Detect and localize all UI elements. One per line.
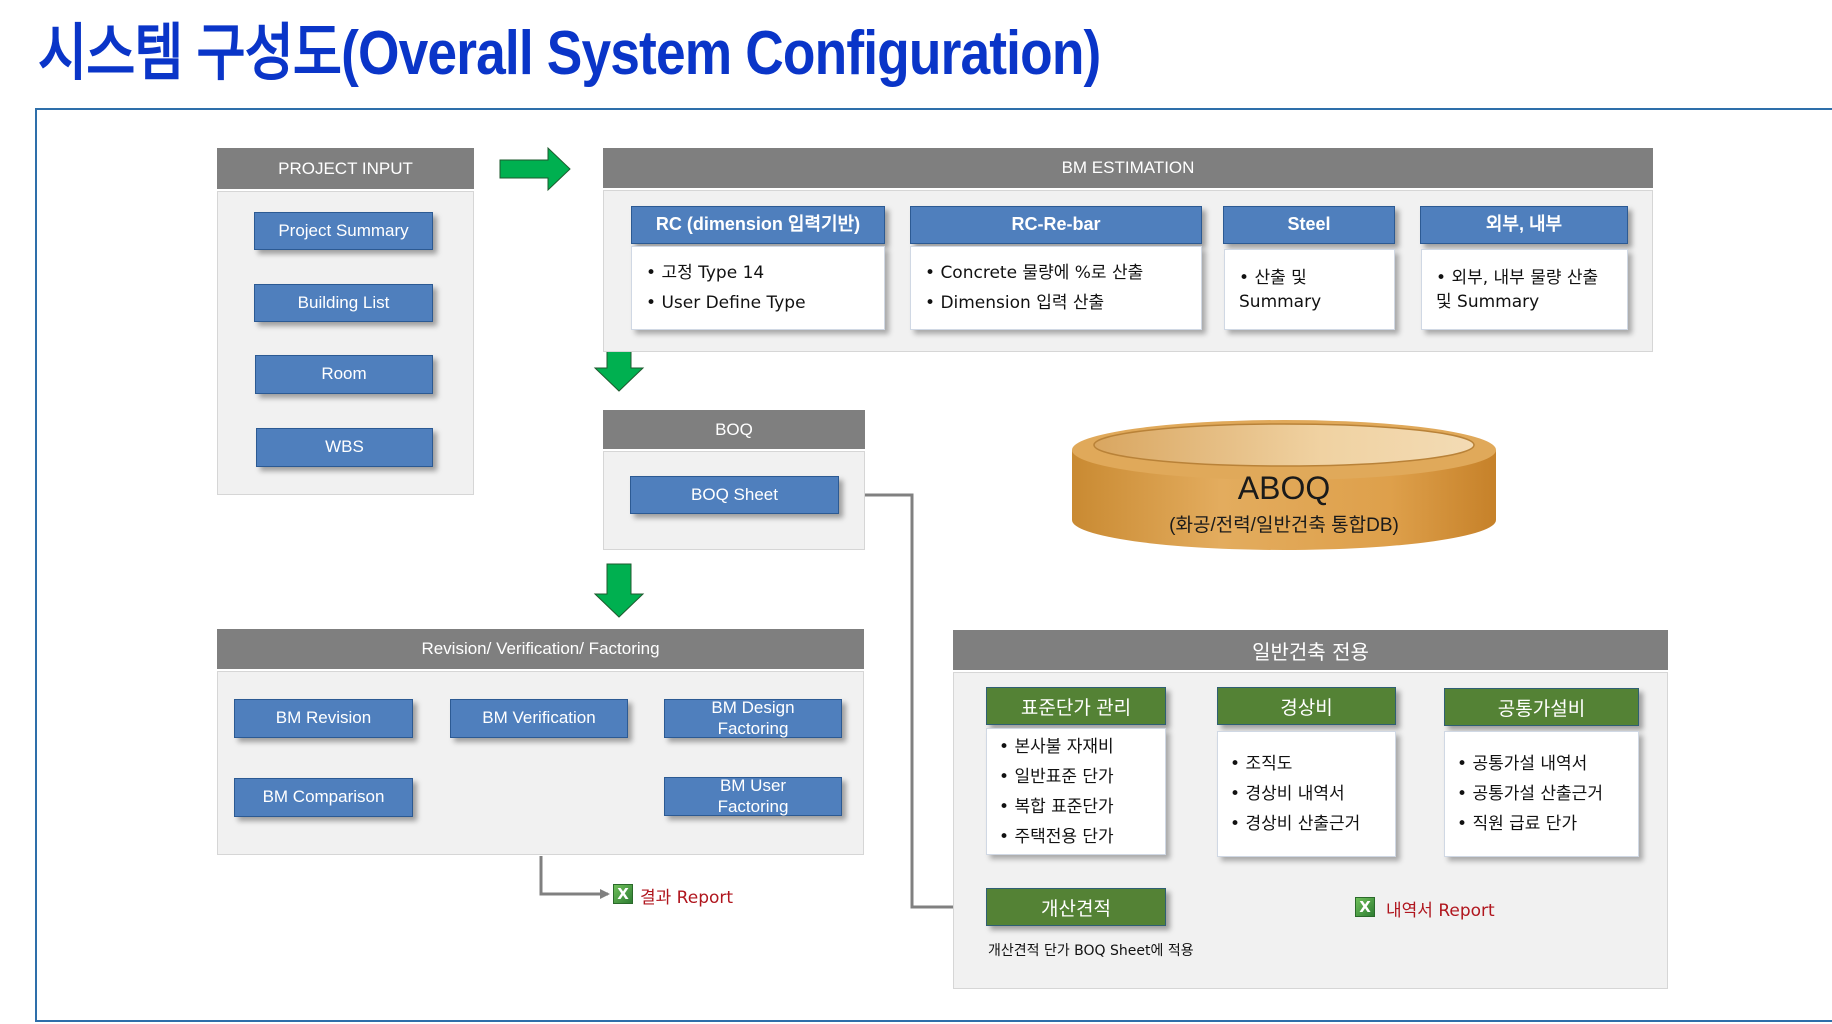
rc-rebar-module-header[interactable]: RC-Re-bar [910, 206, 1202, 244]
steel-module-header[interactable]: Steel [1223, 206, 1395, 244]
rc-rebar-module-card: Concrete 물량에 %로 산출 Dimension 입력 산출 [910, 246, 1202, 330]
steel-module-card: 산출 및 Summary [1224, 249, 1395, 330]
list-item: 고정 Type 14 [646, 258, 870, 288]
room-box[interactable]: Room [255, 355, 433, 394]
bm-verification-box[interactable]: BM Verification [450, 699, 628, 738]
excel-icon[interactable]: X [613, 884, 633, 904]
rc-module-header[interactable]: RC (dimension 입력기반) [631, 206, 885, 244]
exterior-interior-module-header[interactable]: 외부, 내부 [1420, 206, 1628, 244]
overhead-header[interactable]: 경상비 [1217, 687, 1396, 725]
itemized-report-link[interactable]: 내역서 Report [1386, 901, 1495, 921]
general-building-header: 일반건축 전용 [953, 630, 1668, 670]
standard-price-header[interactable]: 표준단가 관리 [986, 687, 1166, 725]
bm-revision-box[interactable]: BM Revision [234, 699, 413, 738]
list-item: 조직도 [1230, 749, 1383, 779]
database-name: ABOQ [1237, 470, 1331, 506]
list-item: 경상비 산출근거 [1230, 809, 1383, 839]
database-subtitle: (화공/전력/일반건축 통합DB) [1169, 515, 1399, 536]
list-item: 복합 표준단가 [999, 792, 1153, 822]
page-title: 시스템 구성도(Overall System Configuration) [38, 19, 1101, 88]
list-item: 일반표준 단가 [999, 762, 1153, 792]
exterior-interior-module-card: 외부, 내부 물량 산출 및 Summary [1421, 249, 1628, 330]
overhead-card: 조직도 경상비 내역서 경상비 산출근거 [1217, 731, 1396, 857]
list-item: 외부, 내부 물량 산출 및 Summary [1436, 266, 1613, 314]
boq-header: BOQ [603, 410, 865, 449]
list-item: Concrete 물량에 %로 산출 [925, 258, 1187, 288]
building-list-box[interactable]: Building List [254, 284, 433, 322]
result-report-link[interactable]: 결과 Report [640, 888, 734, 908]
boq-sheet-box[interactable]: BOQ Sheet [630, 476, 839, 514]
bm-comparison-box[interactable]: BM Comparison [234, 778, 413, 817]
bm-design-factoring-box[interactable]: BM Design Factoring [664, 698, 842, 738]
bm-user-factoring-box[interactable]: BM User Factoring [664, 776, 842, 816]
excel-icon[interactable]: X [1355, 897, 1375, 917]
bm-estimation-header: BM ESTIMATION [603, 148, 1653, 188]
temporary-works-card: 공통가설 내역서 공통가설 산출근거 직원 급료 단가 [1444, 731, 1639, 857]
rough-estimate-caption: 개산견적 단가 BOQ Sheet에 적용 [988, 943, 1194, 959]
list-item: Dimension 입력 산출 [925, 288, 1187, 318]
rc-module-card: 고정 Type 14 User Define Type [631, 246, 885, 330]
standard-price-card: 본사불 자재비 일반표준 단가 복합 표준단가 주택전용 단가 [986, 728, 1166, 855]
list-item: 주택전용 단가 [999, 822, 1153, 852]
diagram-frame [35, 108, 1832, 1022]
list-item: 본사불 자재비 [999, 732, 1153, 762]
project-input-header: PROJECT INPUT [217, 148, 474, 189]
list-item: 공통가설 산출근거 [1457, 779, 1626, 809]
project-summary-box[interactable]: Project Summary [254, 212, 433, 250]
list-item: 경상비 내역서 [1230, 779, 1383, 809]
list-item: User Define Type [646, 288, 870, 318]
rough-estimate-box[interactable]: 개산견적 [986, 888, 1166, 926]
wbs-box[interactable]: WBS [256, 428, 433, 467]
list-item: 산출 및 Summary [1239, 266, 1380, 314]
list-item: 공통가설 내역서 [1457, 749, 1626, 779]
revision-header: Revision/ Verification/ Factoring [217, 629, 864, 669]
temporary-works-header[interactable]: 공통가설비 [1444, 688, 1639, 726]
list-item: 직원 급료 단가 [1457, 809, 1626, 839]
